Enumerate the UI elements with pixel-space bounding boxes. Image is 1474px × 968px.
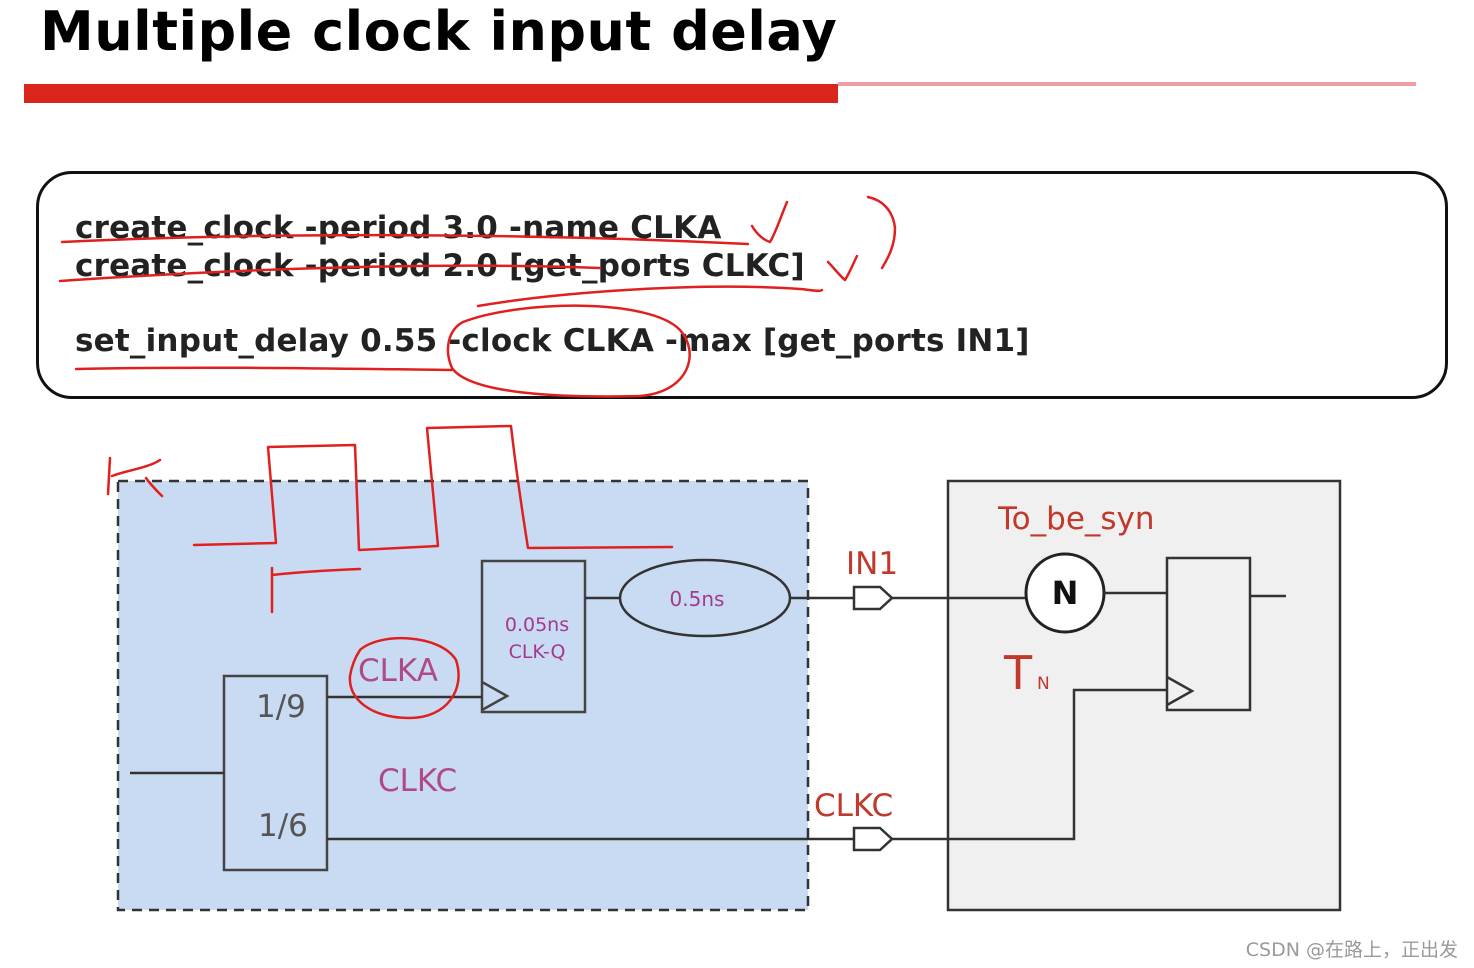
delay-tick-sketch [270, 566, 362, 614]
watermark: CSDN @在路上，正出发 [1245, 939, 1458, 961]
ff-delay-label: 0.05ns [505, 614, 569, 636]
code-box [36, 171, 1448, 399]
page-title: Multiple clock input delay [40, 0, 838, 63]
in1-port [852, 585, 894, 611]
ff-clkq-label: CLK-Q [509, 641, 566, 663]
capture-ff-clock-pin [1166, 675, 1195, 707]
circle-clock-clka [446, 304, 691, 398]
clock-waveform-sketch [192, 424, 674, 552]
divider-ratio-top: 1/9 [256, 689, 306, 725]
clock-divider-box [222, 674, 329, 872]
strike-curve-2 [476, 285, 824, 308]
clkc-port-label: CLKC [814, 788, 893, 824]
code-line-create-clka: create_clock -period 3.0 -name CLKA [75, 210, 722, 246]
capture-flipflop [1165, 556, 1252, 712]
title-underline-thick [24, 84, 838, 103]
clkc-inner-label: CLKC [378, 763, 457, 799]
clka-label: CLKA [358, 653, 438, 689]
strike-line-2 [58, 264, 602, 283]
circle-clka [348, 636, 460, 720]
title-underline-thin [838, 82, 1416, 86]
clkc-port [852, 826, 894, 852]
launch-flipflop [480, 559, 587, 714]
launch-ff-clock-pin [481, 680, 510, 712]
check-mark-2 [826, 254, 859, 282]
tn-label: T [1003, 646, 1033, 700]
scribble-mark [106, 456, 164, 498]
clkc-wire-inside [892, 688, 1167, 841]
in1-label: IN1 [846, 546, 898, 582]
wire-delay-label: 0.5ns [670, 587, 725, 611]
bracket-right [866, 195, 897, 270]
design-block-name: To_be_syn [997, 501, 1155, 537]
handwritten-annotations [58, 195, 897, 720]
check-mark-1 [750, 200, 789, 244]
tn-subscript: N [1037, 674, 1050, 694]
divider-ratio-bottom: 1/6 [258, 808, 308, 844]
logic-n-label: N [1052, 574, 1079, 612]
underline-set-input [74, 366, 454, 372]
code-line-set-input-delay: set_input_delay 0.55 -clock CLKA -max [g… [75, 323, 1030, 359]
strike-line-1 [60, 233, 750, 246]
